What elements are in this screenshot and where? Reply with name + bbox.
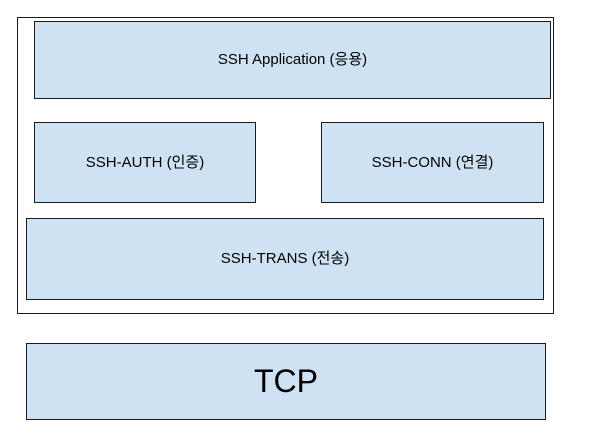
tcp-label: TCP (254, 363, 318, 400)
ssh-application-label: SSH Application (응용) (217, 51, 368, 68)
ssh-application-box: SSH Application (응용) (34, 21, 551, 99)
ssh-conn-box: SSH-CONN (연결) (321, 122, 544, 203)
ssh-conn-label: SSH-CONN (연결) (371, 153, 494, 171)
ssh-auth-label: SSH-AUTH (인증) (85, 153, 205, 171)
ssh-trans-label: SSH-TRANS (전송) (220, 250, 350, 267)
ssh-trans-box: SSH-TRANS (전송) (26, 218, 544, 300)
ssh-auth-box: SSH-AUTH (인증) (34, 122, 256, 203)
tcp-box: TCP (26, 343, 546, 420)
